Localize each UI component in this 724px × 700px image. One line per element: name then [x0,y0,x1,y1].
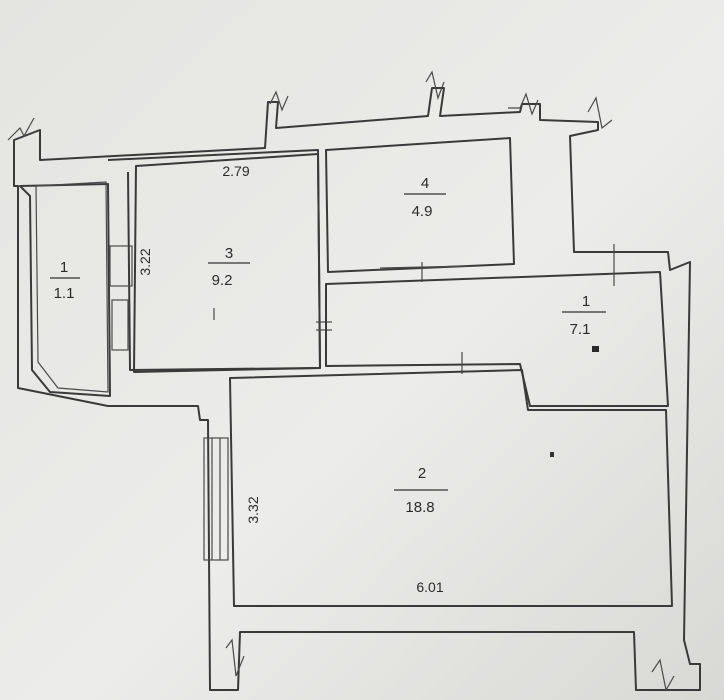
room-2-area: 18.8 [405,499,434,516]
room-4 [325,137,515,282]
room-1-small [35,181,109,393]
room-3-area: 9.2 [212,272,233,289]
room-label-1-corridor: 1 7.1 [562,293,606,352]
room-label-3: 3 9.2 [208,245,250,289]
dimension-room-3-height: 3.22 [137,248,153,275]
room-1-corridor-number: 1 [582,293,590,310]
room-4-area: 4.9 [412,203,433,220]
room-1-number: 1 [60,259,68,276]
room-3-number: 3 [225,245,233,262]
room-3 [109,153,332,373]
room-1-area: 1.1 [54,285,75,302]
dimension-room-2-width: 6.01 [416,579,443,595]
room-2-number: 2 [418,465,426,482]
room-label-2: 2 18.8 [394,465,448,516]
room-label-1-small: 1 1.1 [50,259,80,302]
room-label-4: 4 4.9 [404,175,446,220]
wall-break-symbols [7,70,675,692]
dimension-room-3-width: 2.79 [222,163,249,179]
dimension-room-2-height: 3.32 [245,496,261,523]
room-4-number: 4 [421,175,429,192]
room-1-corridor [325,244,669,407]
pencil-mark [550,452,554,457]
room-1-corridor-area: 7.1 [570,321,591,338]
room-2 [203,369,673,607]
